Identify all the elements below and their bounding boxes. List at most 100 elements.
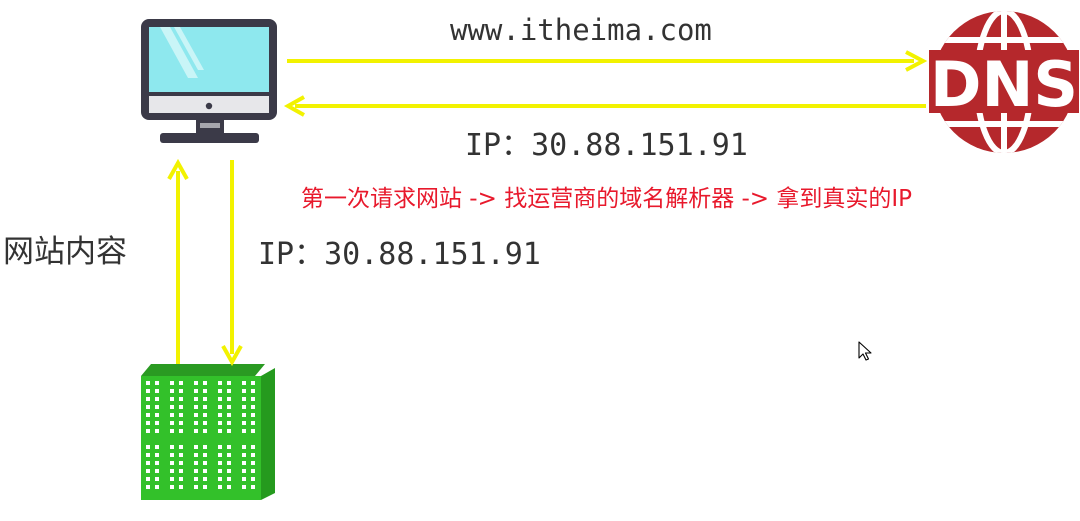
dns-response-ip-label: IP：30.88.151.91: [465, 128, 748, 163]
server-window: [251, 413, 255, 417]
server-window: [251, 469, 255, 473]
server-window: [218, 453, 222, 457]
server-window: [227, 461, 231, 465]
server-window: [155, 445, 159, 449]
server-window: [218, 461, 222, 465]
server-window: [218, 421, 222, 425]
server-window: [242, 445, 246, 449]
server-window: [179, 421, 183, 425]
server-window: [203, 477, 207, 481]
server-window: [170, 453, 174, 457]
server-window: [179, 381, 183, 385]
server-window: [155, 421, 159, 425]
server-window: [251, 421, 255, 425]
server-window: [146, 445, 150, 449]
server-window: [194, 389, 198, 393]
server-window: [218, 469, 222, 473]
dns-globe-icon: DNS: [929, 11, 1079, 153]
server-window: [218, 413, 222, 417]
server-window: [227, 429, 231, 433]
server-window: [203, 389, 207, 393]
server-window: [227, 445, 231, 449]
server-window: [179, 413, 183, 417]
server-window: [227, 405, 231, 409]
server-window: [218, 485, 222, 489]
server-window: [251, 477, 255, 481]
server-window: [194, 461, 198, 465]
dns-band: [929, 50, 1079, 113]
server-window: [251, 397, 255, 401]
server-window: [146, 461, 150, 465]
server-window: [227, 477, 231, 481]
server-window: [218, 397, 222, 401]
site-content-label: 网站内容: [3, 234, 127, 270]
server-window: [242, 485, 246, 489]
server-window: [227, 453, 231, 457]
server-window: [218, 381, 222, 385]
server-window: [227, 485, 231, 489]
server-window: [203, 421, 207, 425]
server-window: [242, 405, 246, 409]
server-window: [227, 397, 231, 401]
server-window: [194, 429, 198, 433]
server-window: [242, 469, 246, 473]
process-note: 第一次请求网站 -> 找运营商的域名解析器 -> 拿到真实的IP: [301, 185, 912, 212]
server-window: [242, 429, 246, 433]
server-window: [179, 453, 183, 457]
server-window: [146, 477, 150, 481]
server-window: [242, 381, 246, 385]
server-window: [218, 477, 222, 481]
server-window: [170, 405, 174, 409]
server-window: [194, 421, 198, 425]
server-window: [242, 413, 246, 417]
server-window: [146, 421, 150, 425]
server-window: [194, 413, 198, 417]
server-window: [227, 381, 231, 385]
server-window: [218, 445, 222, 449]
mouse-cursor-icon: [858, 341, 872, 361]
arrow-dns-response: [283, 95, 926, 117]
server-window: [146, 453, 150, 457]
server-window: [170, 469, 174, 473]
server-window: [170, 445, 174, 449]
server-window: [155, 389, 159, 393]
server-window: [203, 461, 207, 465]
server-window: [227, 469, 231, 473]
screen-glare-thin: [174, 27, 204, 70]
server-window: [251, 429, 255, 433]
server-window: [251, 453, 255, 457]
server-window: [194, 445, 198, 449]
server-window: [179, 429, 183, 433]
server-window: [203, 405, 207, 409]
server-window: [227, 413, 231, 417]
server-window: [194, 381, 198, 385]
monitor-neck-highlight: [200, 123, 220, 128]
server-window: [170, 397, 174, 401]
server-window: [194, 469, 198, 473]
domain-label: www.itheima.com: [450, 13, 712, 47]
arrow-request-to-dns: [287, 50, 928, 72]
server-window: [155, 469, 159, 473]
server-window: [170, 381, 174, 385]
server-window: [179, 445, 183, 449]
server-window: [170, 421, 174, 425]
server-window: [203, 429, 207, 433]
server-window: [203, 381, 207, 385]
server-window: [155, 381, 159, 385]
server-building-icon: [141, 364, 275, 500]
server-window: [194, 453, 198, 457]
server-window: [179, 461, 183, 465]
server-window: [170, 429, 174, 433]
server-window: [203, 485, 207, 489]
server-window: [155, 485, 159, 489]
server-window: [203, 397, 207, 401]
server-window: [170, 461, 174, 465]
server-windows: [146, 381, 255, 489]
server-window: [218, 405, 222, 409]
server-side: [261, 368, 275, 500]
server-window: [155, 429, 159, 433]
server-window: [218, 429, 222, 433]
server-window: [155, 477, 159, 481]
server-window: [146, 469, 150, 473]
